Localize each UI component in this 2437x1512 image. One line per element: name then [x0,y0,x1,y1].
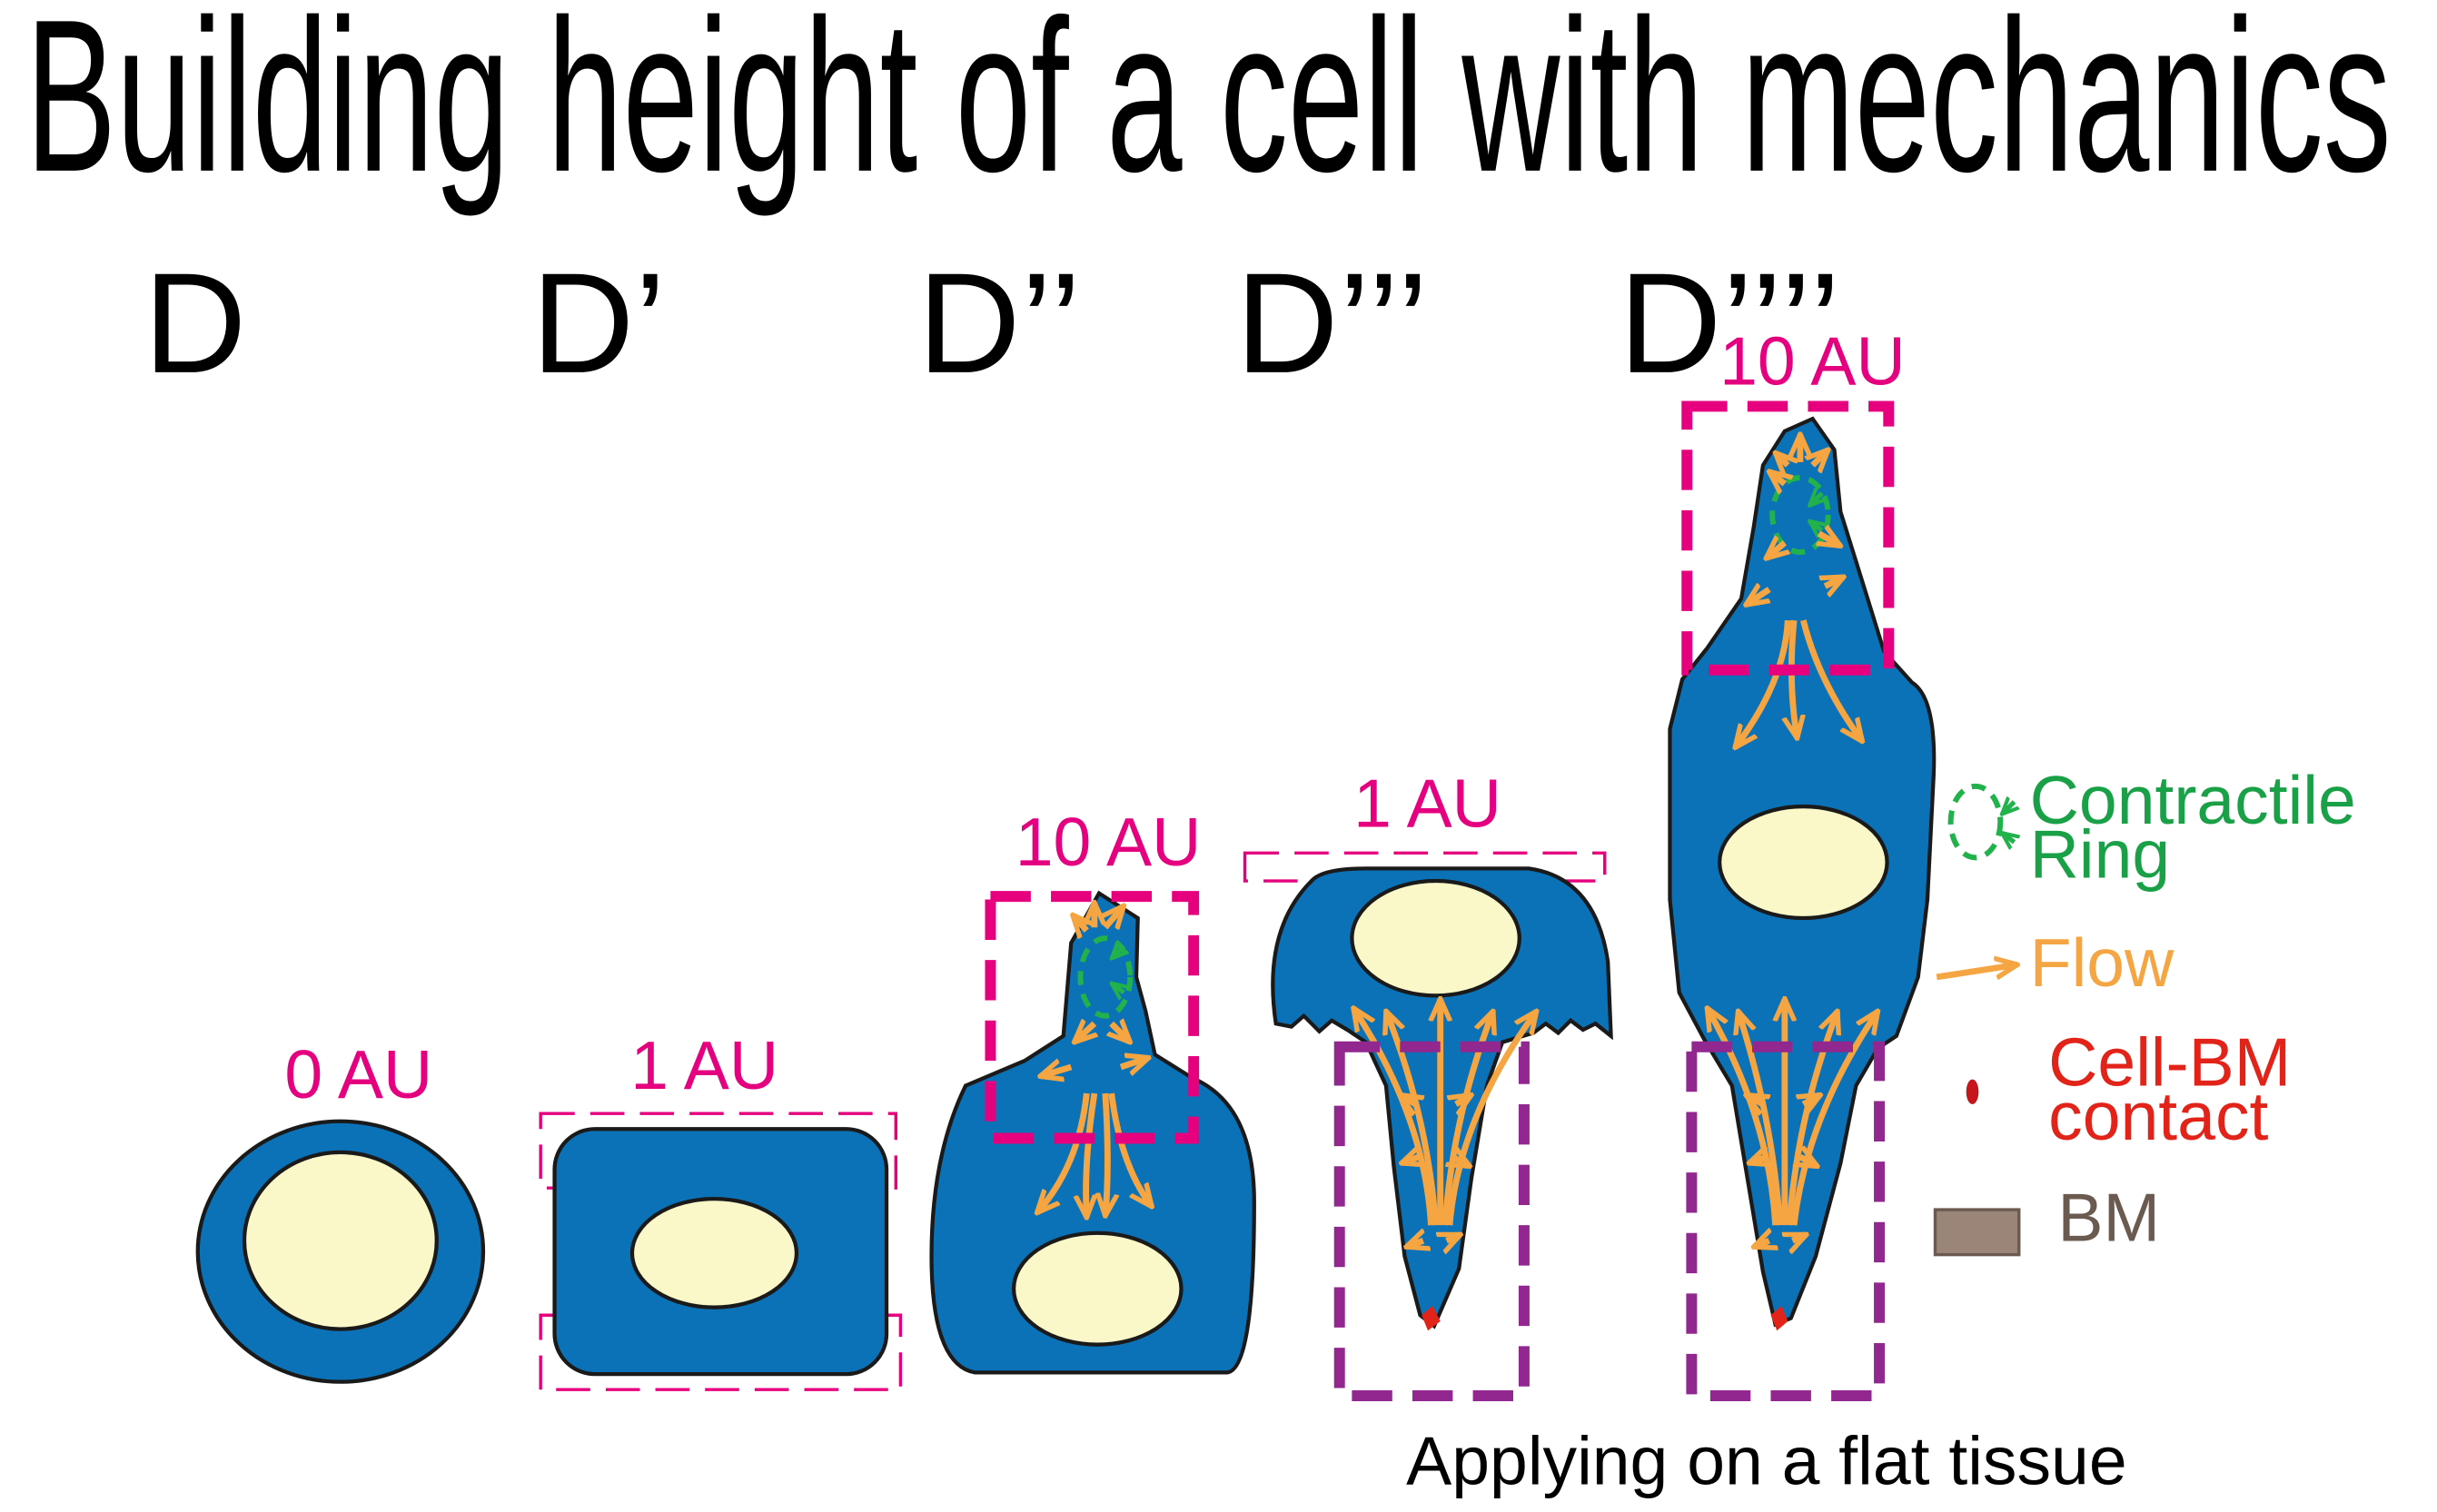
legend-label-ring: Ring [2030,816,2171,893]
contact-icon [1966,1079,1979,1104]
legend-label-cell-bm: Cell-BM [2048,1023,2291,1100]
nucleus [242,1150,439,1331]
bottom-dashed-box [1333,1041,1530,1402]
panel-label-d-double-prime: D’’ [917,244,1081,403]
ring-arrows [1112,946,1124,993]
legend-label-contact: contact [2048,1078,2268,1154]
legend: Contractile Ring Flow Cell-BM contact BM [1933,762,2356,1257]
contractile-ring [1769,475,1831,555]
value-label-d-double-prime: 10 AU [1015,804,1202,880]
panel-label-d-triple-prime: D’’’ [1235,244,1429,403]
bm-swatch [1933,1208,2021,1257]
legend-label-flow: Flow [2030,924,2174,1001]
cell-bm-contact [1770,1305,1788,1331]
panel-label-d-quadruple-prime: D’’’’ [1619,244,1841,403]
ring-icon [1947,783,2004,861]
cell-d-prime: 1 AU [539,1027,903,1391]
cell-d-triple-prime: 1 AU [1243,765,1613,1402]
value-label-d-prime: 1 AU [630,1027,778,1103]
cell-d-double-prime: 10 AU [929,804,1256,1375]
panel-label-d: D [144,244,246,403]
value-label-d-triple-prime: 1 AU [1353,765,1501,841]
nucleus [1717,804,1889,921]
top-dashed-box [1681,400,1895,676]
nucleus [629,1197,799,1309]
flow-arrows [1037,903,1152,1218]
value-label-d-quadruple-prime: 10 AU [1719,323,1906,400]
legend-item-bm: BM [1933,1179,2160,1257]
legend-item-contractile-ring: Contractile Ring [1947,762,2356,893]
panel-label-d-prime: D’ [531,244,666,403]
bottom-dashed-box [1686,1041,1886,1402]
top-dashed-box [985,891,1200,1144]
cell-d-quadruple-prime: 10 AU [1668,323,1937,1402]
contractile-ring [1077,935,1134,1019]
flow-arrows [1707,434,1877,1247]
legend-item-flow: Flow [1936,924,2174,1001]
nucleus [1350,878,1521,998]
value-label-d: 0 AU [284,1036,432,1112]
legend-label-bm: BM [2057,1179,2160,1255]
footer-caption: Applying on a flat tissue [1406,1422,2126,1498]
figure-title: Building height of a cell with mechanics [25,0,2391,217]
legend-label-contractile: Contractile [2030,762,2356,838]
flow-arrows [1353,999,1537,1247]
flow-arrow-icon [1936,964,2017,981]
legend-item-cell-bm-contact: Cell-BM contact [1966,1023,2291,1154]
cell-d: 0 AU [195,1036,486,1384]
nucleus [1011,1230,1184,1347]
